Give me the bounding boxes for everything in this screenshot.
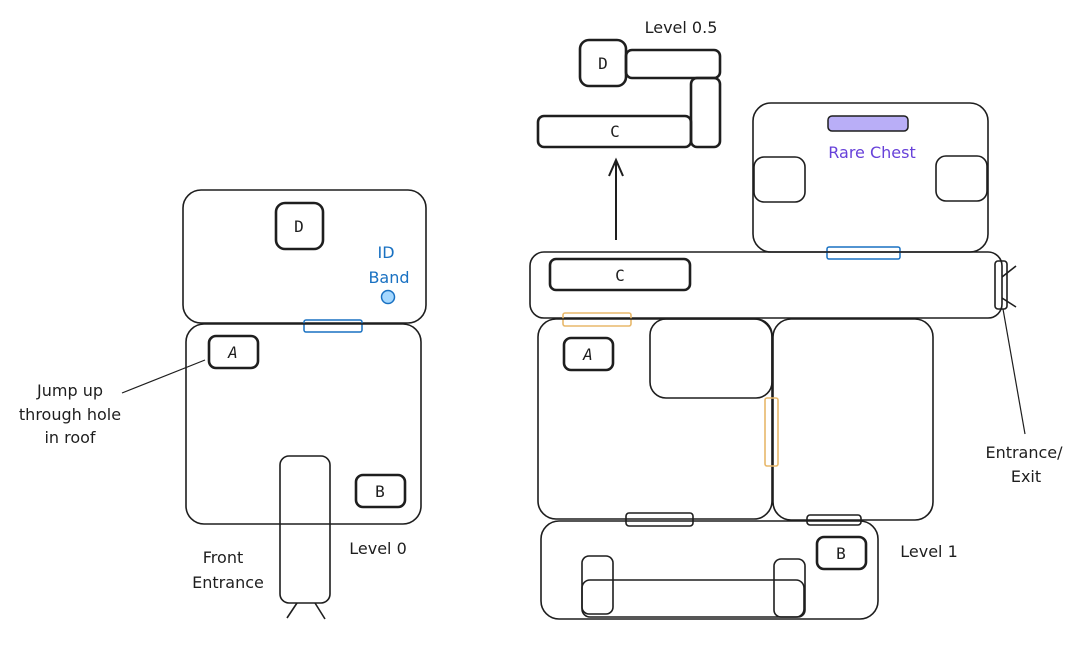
front-entrance-label-line2: Entrance bbox=[192, 573, 264, 592]
level05-corridor-right bbox=[689, 76, 722, 149]
chest-room-pillar-left bbox=[753, 156, 806, 203]
front-entrance-leg-right bbox=[314, 602, 326, 620]
level1-title: Level 1 bbox=[900, 542, 958, 561]
level-up-arrow-head bbox=[608, 157, 624, 177]
level1-door-bottom-left bbox=[625, 512, 694, 527]
level05-corridor-top bbox=[624, 48, 722, 80]
level05-title: Level 0.5 bbox=[645, 18, 718, 37]
level1-room-b bbox=[540, 520, 879, 620]
level1-key-c-label: C bbox=[615, 266, 625, 285]
level0-title: Level 0 bbox=[349, 539, 407, 558]
level1-bed-base bbox=[581, 579, 805, 618]
level0-lower-room bbox=[185, 323, 422, 525]
level05-key-c-label: C bbox=[610, 122, 620, 141]
level1-room-a bbox=[537, 318, 773, 520]
level0-key-b-label: B bbox=[375, 482, 385, 501]
jump-annotation-pointer bbox=[121, 359, 206, 394]
id-band-label-line2: Band bbox=[368, 268, 409, 287]
level0-key-d-box bbox=[274, 201, 325, 251]
id-band-label-line1: ID bbox=[377, 243, 394, 262]
level1-key-a-label: A bbox=[582, 345, 593, 364]
level0-key-a-label: A bbox=[227, 343, 238, 362]
level1-key-a-box bbox=[562, 336, 615, 372]
id-band-marker bbox=[380, 289, 396, 305]
entrance-exit-pointer bbox=[1002, 308, 1026, 435]
entrance-exit-leg-top bbox=[1001, 265, 1017, 278]
level1-inner-room bbox=[649, 318, 773, 399]
level1-bed-post-right bbox=[773, 558, 806, 618]
level1-key-c-box bbox=[548, 257, 692, 292]
front-entrance-leg-left bbox=[286, 602, 298, 619]
chest-room-blue-door bbox=[826, 246, 901, 260]
level0-key-a-box bbox=[207, 334, 260, 370]
level05-key-d-label: D bbox=[598, 54, 608, 73]
front-entrance-label-line1: Front bbox=[203, 548, 243, 567]
level1-yellow-door-side bbox=[764, 397, 779, 467]
rare-chest-label: Rare Chest bbox=[828, 143, 916, 162]
front-entrance-corridor bbox=[279, 455, 331, 604]
entrance-exit-leg-bottom bbox=[1001, 297, 1017, 308]
level1-long-corridor bbox=[529, 251, 1003, 319]
entrance-exit-label-line1: Entrance/ bbox=[985, 443, 1063, 462]
level-0-5-group: Level 0.5 D C bbox=[536, 18, 722, 240]
entrance-exit-label-line2: Exit bbox=[1011, 467, 1041, 486]
rare-chest bbox=[827, 115, 909, 132]
jump-annotation-line3: in roof bbox=[44, 428, 95, 447]
jump-annotation-line1: Jump up bbox=[36, 381, 103, 400]
level-0-group: D ID Band A B Front Entrance Level 0 Jum… bbox=[19, 189, 427, 620]
level1-room-right bbox=[772, 318, 934, 521]
chest-room-pillar-right bbox=[935, 155, 988, 202]
level1-key-b-box bbox=[815, 535, 868, 571]
level0-blue-door bbox=[303, 319, 363, 333]
level0-key-d-label: D bbox=[294, 217, 304, 236]
level05-key-d-box bbox=[578, 38, 628, 88]
level-1-group: Rare Chest C Entrance/ Exit A B bbox=[529, 102, 1063, 620]
level1-door-bottom-right bbox=[806, 514, 862, 526]
entrance-exit-door bbox=[994, 260, 1008, 310]
level0-key-b-box bbox=[354, 473, 407, 509]
level1-key-b-label: B bbox=[836, 544, 846, 563]
level05-key-c-box bbox=[536, 114, 693, 149]
jump-annotation-line2: through hole bbox=[19, 405, 121, 424]
level1-bed-post-left bbox=[581, 555, 614, 615]
